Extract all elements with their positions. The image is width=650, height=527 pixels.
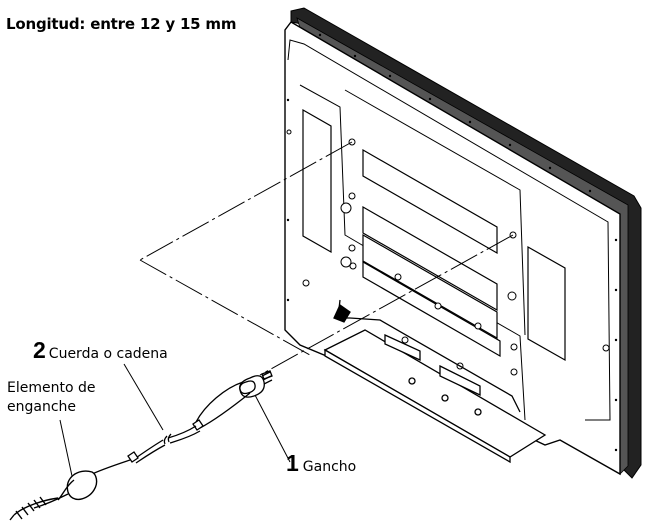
callout-cord-or-chain: 2 Cuerda o cadena	[33, 339, 168, 362]
hook-eye-bolt	[239, 370, 273, 398]
anchor-hook-element	[9, 470, 98, 521]
tv-stand	[323, 299, 547, 464]
vent-slots	[302, 108, 566, 362]
tv-rear-inner-outline	[287, 39, 611, 421]
callout-anchor-line2: enganche	[7, 399, 77, 415]
callout-hook-label: Gancho	[302, 459, 357, 475]
rim-dots	[286, 33, 618, 452]
callout-cord-label: Cuerda o cadena	[48, 346, 168, 362]
leader-lines	[59, 363, 291, 477]
callout-number-2: 2	[33, 337, 46, 363]
cord-or-chain	[89, 381, 251, 476]
callout-number-1: 1	[286, 450, 299, 476]
length-spec-title: Longitud: entre 12 y 15 mm	[6, 15, 237, 33]
callout-anchor-element: Elemento de enganche	[7, 379, 95, 417]
alignment-lines	[139, 141, 514, 376]
callout-hook: 1 Gancho	[286, 452, 356, 475]
callout-anchor-line1: Elemento de	[7, 380, 96, 396]
